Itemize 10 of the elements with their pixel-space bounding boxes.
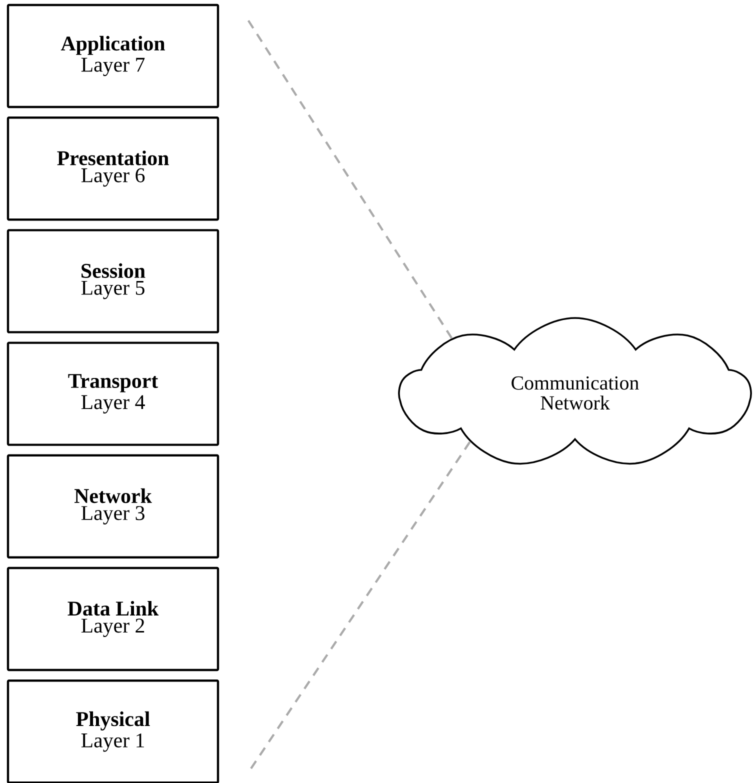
layer-box: Session Layer 5 [6, 229, 220, 334]
layer-box: Network Layer 3 [6, 454, 220, 558]
dashed-line [247, 19, 453, 339]
layer-box: Application Layer 7 [6, 4, 220, 108]
dashed-line [249, 441, 471, 771]
layer-box: Physical Layer 1 [6, 680, 220, 783]
cloud: Communication Network [398, 317, 752, 465]
layer-box: Transport Layer 4 [6, 342, 220, 446]
layer-box: Data Link Layer 2 [6, 566, 220, 672]
layer-box: Presentation Layer 6 [6, 116, 220, 221]
